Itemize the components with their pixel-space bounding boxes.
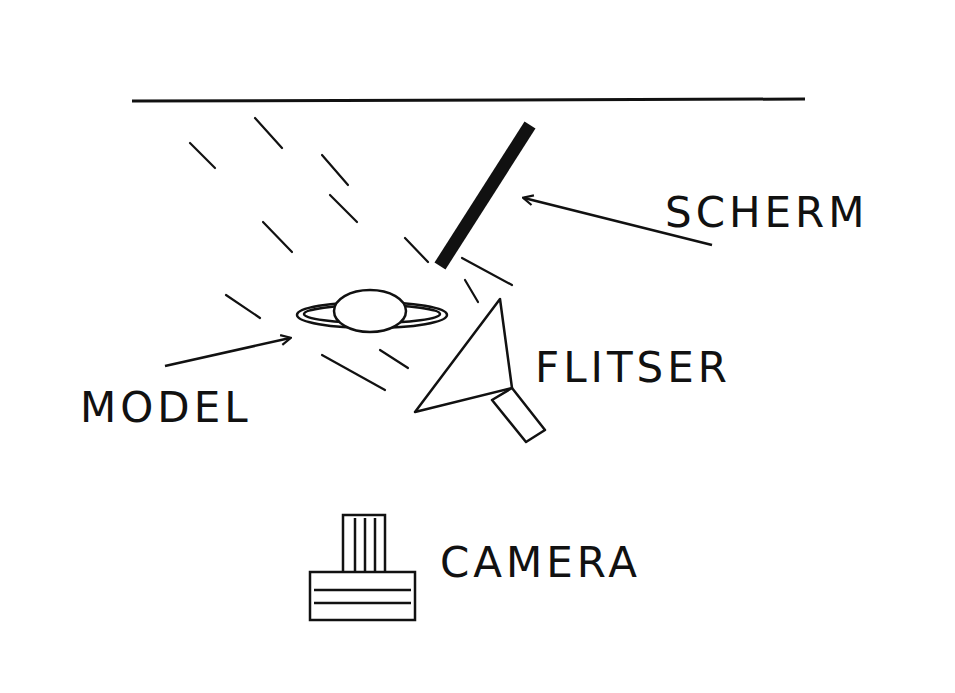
model-figure bbox=[297, 290, 447, 332]
leader-arrow bbox=[165, 338, 290, 366]
part-label: SCHERM bbox=[665, 192, 869, 234]
camera-icon bbox=[310, 515, 415, 620]
part-label: MODEL bbox=[80, 387, 252, 429]
backdrop-wall bbox=[132, 99, 805, 101]
reflector-screen bbox=[440, 125, 530, 266]
part-label: CAMERA bbox=[440, 542, 641, 584]
flash-unit bbox=[415, 299, 545, 442]
part-label: FLITSER bbox=[535, 347, 731, 389]
